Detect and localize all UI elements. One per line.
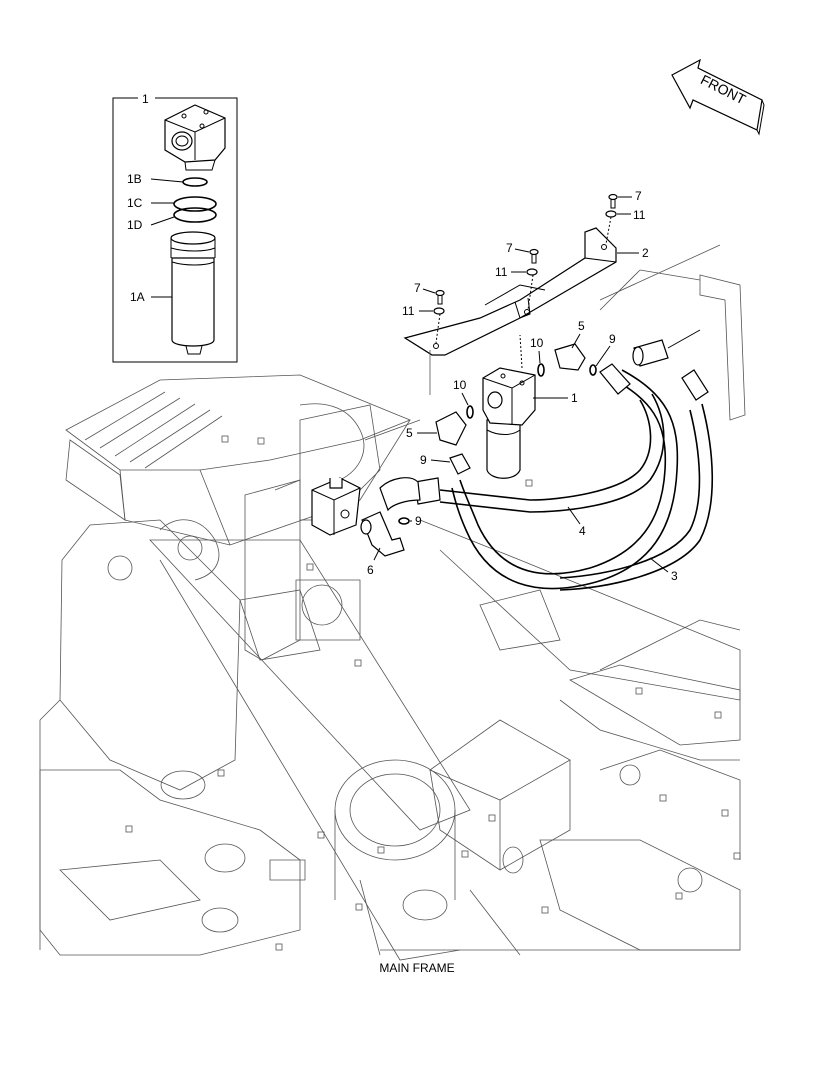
figure-caption: MAIN FRAME bbox=[379, 961, 454, 975]
o-ring-10-right bbox=[537, 363, 545, 377]
mounting-bracket-2 bbox=[403, 193, 618, 356]
washer-11-mid bbox=[526, 268, 538, 276]
callout-3: 3 bbox=[671, 569, 678, 583]
filter-element-1a bbox=[170, 231, 216, 355]
seal-1d bbox=[173, 207, 217, 223]
elbow-fitting-5-right bbox=[537, 343, 597, 377]
hose-4 bbox=[379, 363, 714, 591]
callout-11-mid: 11 bbox=[495, 265, 508, 279]
inset-filter-exploded: 1 1B 1C 1D 1A bbox=[112, 92, 238, 363]
bolt-7-left bbox=[435, 289, 445, 305]
callout-11-left: 11 bbox=[402, 304, 415, 318]
hose-3 bbox=[451, 369, 679, 590]
callout-1-main: 1 bbox=[571, 391, 578, 405]
callout-1b: 1B bbox=[127, 172, 142, 186]
valve-block bbox=[311, 477, 361, 536]
callout-4: 4 bbox=[579, 524, 586, 538]
callout-7-top: 7 bbox=[635, 189, 642, 203]
callout-11-top: 11 bbox=[633, 208, 646, 222]
callout-7-mid: 7 bbox=[506, 241, 513, 255]
o-ring-9-right bbox=[589, 364, 597, 376]
callout-9-left: 9 bbox=[420, 453, 427, 467]
callout-1d: 1D bbox=[127, 218, 143, 232]
callout-9-low: 9 bbox=[415, 514, 422, 528]
callout-1c: 1C bbox=[127, 196, 143, 210]
front-direction-arrow: FRONT bbox=[671, 58, 765, 136]
callout-1a: 1A bbox=[130, 290, 145, 304]
bolt-7-mid bbox=[529, 248, 539, 264]
seal-1c bbox=[173, 196, 217, 212]
callout-6: 6 bbox=[367, 563, 374, 577]
elbow-fitting-5-left bbox=[435, 405, 474, 446]
callout-10-left: 10 bbox=[453, 378, 467, 392]
tee-fitting-6 bbox=[360, 511, 405, 557]
filter-head bbox=[164, 104, 226, 171]
filter-assembly-1 bbox=[482, 334, 536, 479]
callout-5-right: 5 bbox=[578, 319, 585, 333]
main-frame-drawing bbox=[39, 269, 746, 961]
callout-5-left: 5 bbox=[406, 426, 413, 440]
check-valve-fitting bbox=[632, 329, 701, 367]
callout-labels: 7 11 2 7 11 7 11 5 9 10 10 1 5 9 9 4 6 3 bbox=[367, 189, 678, 583]
callout-9-right: 9 bbox=[609, 332, 616, 346]
bolt-7-top bbox=[608, 193, 618, 209]
washer-11-top bbox=[605, 210, 617, 218]
o-ring-1b bbox=[182, 177, 208, 187]
callout-2: 2 bbox=[642, 246, 649, 260]
callout-10-right: 10 bbox=[530, 336, 544, 350]
adapter-9 bbox=[398, 453, 471, 525]
callout-inset-1: 1 bbox=[142, 92, 149, 106]
callout-7-left: 7 bbox=[414, 281, 421, 295]
washer-11-left bbox=[433, 307, 445, 315]
o-ring-10-left bbox=[466, 405, 474, 419]
